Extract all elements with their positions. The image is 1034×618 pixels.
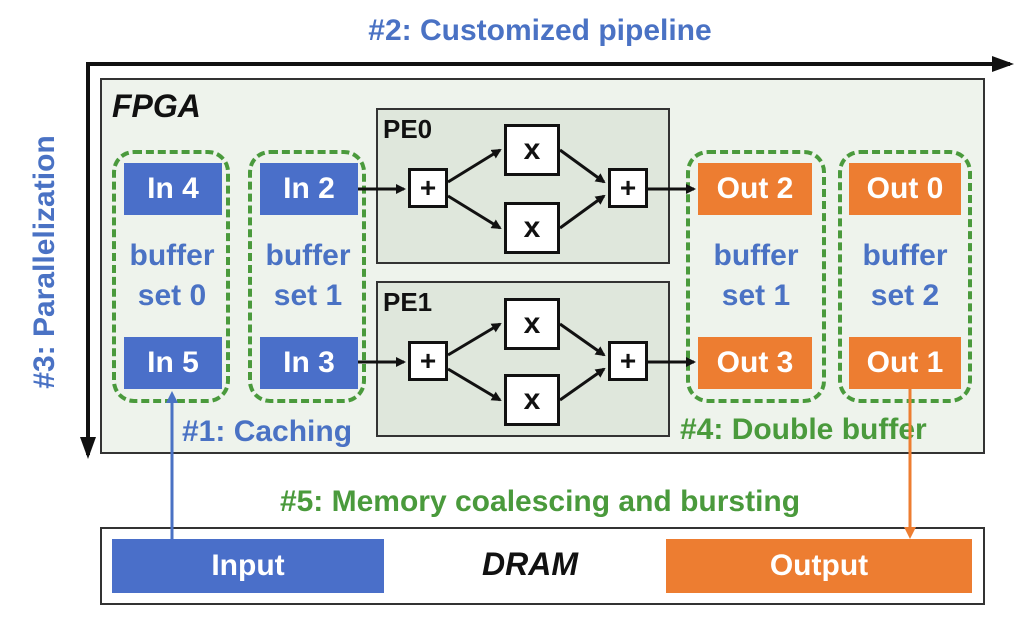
output-buffer-set-2 [838,150,972,403]
pe1-fanout-bottom [447,367,502,402]
out2-block: Out 2 [698,163,812,215]
pe1-fanin-bottom [559,367,606,402]
pe0-fanin-bottom [559,194,606,230]
out1-block: Out 1 [849,337,961,389]
out0-block: Out 0 [849,163,961,215]
pe1-add-out: + [608,341,648,381]
buffer-set-1-input-label: buffer set 1 [265,239,351,312]
pe0-mul-top: x [504,124,560,176]
caching-label: #1: Caching [182,415,353,448]
pe1-mul-bottom: x [504,374,560,426]
pe0-add-in: + [408,168,448,208]
pe0-mul-bottom: x [504,202,560,254]
memory-label: #5: Memory coalescing and bursting [279,485,801,518]
pe0-fanin-top [559,148,606,184]
pe0-label: PE0 [383,114,433,144]
pe1-label: PE1 [383,287,433,317]
dram-output-block: Output [666,539,972,593]
out3-block: Out 3 [698,337,812,389]
in5-block: In 5 [124,337,222,389]
pe1-fanin-top [559,322,606,357]
input-buffer-set-1 [248,150,366,403]
pe0-fanout-bottom [447,194,502,230]
in2-block: In 2 [260,163,358,215]
in4-block: In 4 [124,163,222,215]
fpga-label: FPGA [112,88,201,124]
dram-input-block: Input [112,539,384,593]
buffer-set-1-output-label: buffer set 1 [713,239,799,312]
output-buffer-set-1 [686,150,826,403]
pe0-add-out: + [608,168,648,208]
in3-block: In 3 [260,337,358,389]
pe1-add-in: + [408,341,448,381]
pe0-fanout-top [447,148,502,184]
pe1-fanout-top [447,322,502,357]
pipeline-label: #2: Customized pipeline [368,14,712,47]
buffer-set-2-label: buffer set 2 [862,239,948,312]
double-buffer-label: #4: Double buffer [680,413,927,446]
pe1-mul-top: x [504,298,560,350]
buffer-set-0-label: buffer set 0 [129,239,215,312]
dram-label: DRAM [482,546,578,582]
